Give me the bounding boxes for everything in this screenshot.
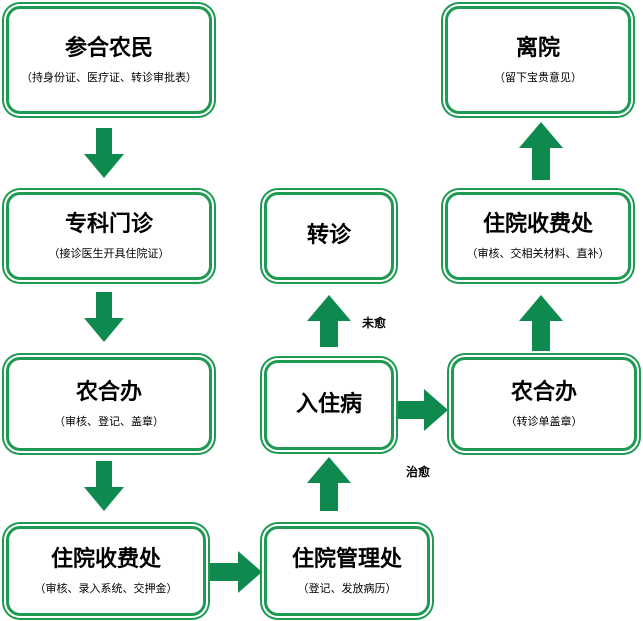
arrow-right-2: [396, 389, 448, 431]
node-specialist-clinic: 专科门诊 （接诊医生开具住院证）: [6, 192, 212, 280]
arrow-up-3: [519, 295, 563, 351]
node-subtitle: （审核、交相关材料、直补）: [466, 246, 610, 260]
node-subtitle: （接诊医生开具住院证）: [48, 246, 170, 260]
arrow-up-2: [307, 295, 351, 347]
node-subtitle: （审核、录入系统、交押金）: [34, 581, 178, 595]
node-new-rural-cooperative-farmer: 参合农民 （持身份证、医疗证、转诊审批表）: [6, 6, 212, 114]
node-title: 住院管理处: [291, 546, 402, 572]
node-cooperative-office-referral: 农合办 （转诊单盖章）: [451, 357, 637, 451]
arrow-up-4: [519, 122, 563, 180]
node-title: 转诊: [306, 223, 351, 248]
arrow-up-1: [307, 457, 351, 511]
node-title: 参合农民: [64, 35, 153, 61]
node-discharge: 离院 （留下宝贵意见）: [445, 6, 631, 114]
node-cooperative-office: 农合办 （审核、登记、盖章）: [6, 357, 212, 451]
node-title: 入住病: [295, 392, 362, 417]
node-title: 专科门诊: [64, 211, 153, 237]
arrow-down-1: [84, 128, 124, 178]
node-subtitle: （登记、发放病历）: [297, 581, 397, 595]
arrow-right-1: [208, 551, 262, 593]
node-title: 住院收费处: [50, 546, 161, 572]
edge-label-cured: 治愈: [406, 465, 431, 479]
arrow-down-2: [84, 292, 124, 342]
node-title: 住院收费处: [482, 211, 593, 237]
node-admission-ward: 入住病: [264, 360, 394, 450]
node-subtitle: （审核、登记、盖章）: [54, 414, 164, 428]
node-subtitle: （持身份证、医疗证、转诊审批表）: [21, 70, 197, 84]
node-title: 农合办: [75, 379, 142, 405]
node-title: 离院: [515, 35, 560, 61]
edge-label-not-cured: 未愈: [362, 316, 387, 330]
node-referral: 转诊: [264, 192, 394, 280]
node-subtitle: （留下宝贵意见）: [494, 70, 582, 84]
node-inpatient-billing-discharge: 住院收费处 （审核、交相关材料、直补）: [445, 192, 631, 280]
node-inpatient-management: 住院管理处 （登记、发放病历）: [264, 526, 430, 616]
node-subtitle: （转诊单盖章）: [505, 414, 583, 428]
node-inpatient-billing: 住院收费处 （审核、录入系统、交押金）: [6, 526, 206, 616]
arrow-down-3: [84, 461, 124, 511]
node-title: 农合办: [510, 379, 577, 405]
